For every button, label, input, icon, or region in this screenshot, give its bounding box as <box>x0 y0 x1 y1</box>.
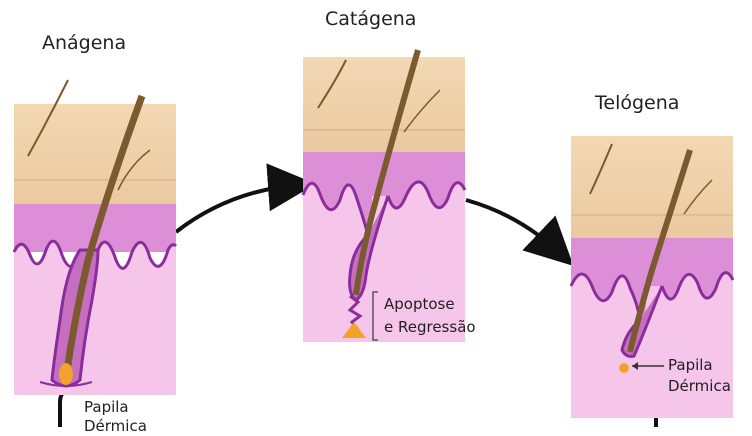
hair-cycle-diagram <box>0 0 752 427</box>
anagen-panel <box>14 80 176 395</box>
telogen-annotation-line2: Dérmica <box>668 377 731 396</box>
anagen-annotation-line1: Papila <box>84 398 129 417</box>
telogen-panel <box>571 136 733 418</box>
catagen-annotation-line2: e Regressão <box>384 318 476 337</box>
telogen-papilla <box>619 363 629 373</box>
telogen-annotation-line1: Papila <box>668 356 713 375</box>
cycle-arrow-anagen-to-catagen <box>176 185 300 232</box>
anagen-title: Anágena <box>42 32 126 54</box>
catagen-title: Catágena <box>325 8 416 30</box>
catagen-annotation-line1: Apoptose <box>384 295 455 314</box>
cycle-arrow-bottom-left <box>60 390 66 427</box>
anagen-papilla <box>59 363 73 385</box>
cycle-arrow-catagen-to-telogen <box>466 200 562 255</box>
telogen-title: Telógena <box>595 92 679 114</box>
